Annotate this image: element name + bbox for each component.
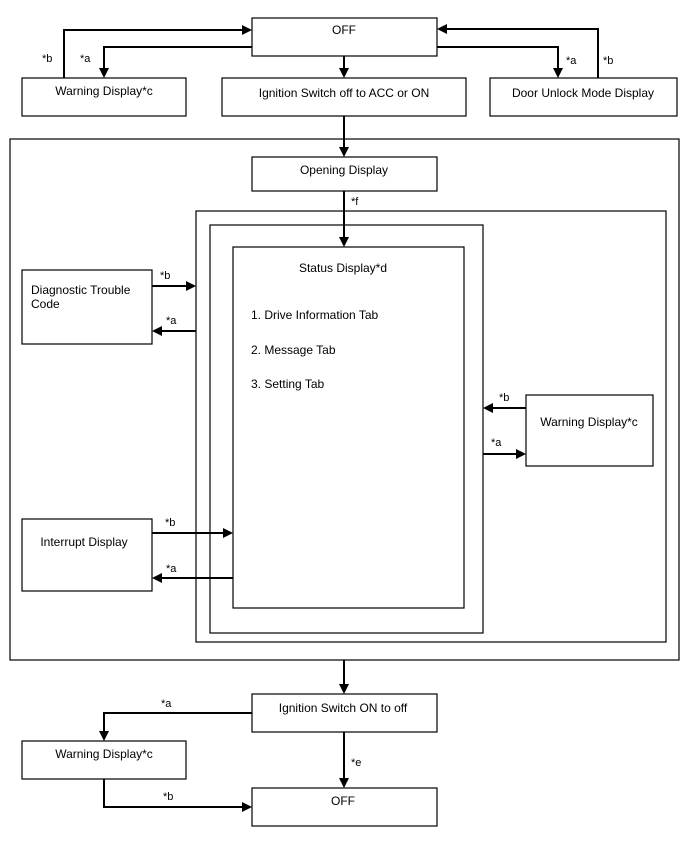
- warning-display-bottom-box: Warning Display*c: [21, 740, 187, 780]
- tab-message: 2. Message Tab: [251, 343, 336, 357]
- arrowhead: [339, 778, 349, 788]
- edge-label-b: *b: [42, 53, 52, 65]
- status-display-title: Status Display*d: [299, 261, 387, 275]
- arrowhead: [242, 802, 252, 812]
- edge-label-a: *a: [491, 437, 502, 449]
- arrowhead: [223, 528, 233, 538]
- opening-display-label: Opening Display: [300, 163, 388, 177]
- edge-label-b: *b: [160, 270, 170, 282]
- ignition-off-label: Ignition Switch ON to off: [279, 701, 408, 715]
- middle-status-frame: [209, 224, 484, 634]
- status-display-box: Status Display*d 1. Drive Information Ta…: [232, 246, 465, 609]
- warning-display-bottom-label: Warning Display*c: [55, 747, 153, 761]
- off-top-label: OFF: [332, 23, 356, 37]
- arrowhead: [152, 573, 162, 583]
- warning-display-top-box: Warning Display*c: [21, 77, 187, 117]
- edge-label-e: *e: [351, 757, 361, 769]
- ignition-acc-box: Ignition Switch off to ACC or ON: [221, 77, 467, 117]
- interrupt-display-label: Interrupt Display: [40, 535, 127, 549]
- door-unlock-box: Door Unlock Mode Display: [489, 77, 678, 117]
- arrowhead: [437, 24, 447, 34]
- door-unlock-label: Door Unlock Mode Display: [512, 86, 654, 100]
- arrowhead: [186, 281, 196, 291]
- arrowhead: [339, 237, 349, 247]
- opening-display-box: Opening Display: [251, 156, 438, 192]
- edge-label-f: *f: [351, 196, 359, 208]
- interrupt-display-box: Interrupt Display: [21, 518, 153, 592]
- edge-label-b: *b: [603, 55, 613, 67]
- arrowhead: [152, 326, 162, 336]
- edge-label-a: *a: [80, 53, 91, 65]
- edge-label-a: *a: [166, 563, 177, 575]
- tab-drive-information: 1. Drive Information Tab: [251, 308, 378, 322]
- off-bottom-box: OFF: [251, 787, 438, 827]
- arrow-door-unlock-to-off: [447, 28, 599, 78]
- dtc-label-line2: Code: [31, 297, 60, 311]
- arrowhead: [339, 147, 349, 157]
- off-bottom-label: OFF: [331, 794, 355, 808]
- arrowhead: [516, 449, 526, 459]
- edge-label-a: *a: [161, 698, 172, 710]
- arrowhead: [99, 731, 109, 741]
- warning-display-top-label: Warning Display*c: [55, 84, 153, 98]
- edge-label-b: *b: [163, 791, 173, 803]
- arrowhead: [483, 403, 493, 413]
- arrow-ignition-off-to-warning-bottom: [103, 712, 252, 731]
- arrowhead: [553, 68, 563, 78]
- dtc-label-line1: Diagnostic Trouble: [31, 283, 131, 297]
- arrow-warning-top-to-off: [63, 29, 242, 78]
- arrowhead: [339, 684, 349, 694]
- edge-label-b: *b: [165, 517, 175, 529]
- off-top-box: OFF: [251, 17, 438, 57]
- warning-display-right-label: Warning Display*c: [540, 415, 638, 429]
- arrow-off-to-door-unlock: [437, 46, 559, 68]
- warning-display-right-box: Warning Display*c: [525, 394, 654, 467]
- tab-setting: 3. Setting Tab: [251, 377, 324, 391]
- arrow-off-to-warning-top: [103, 46, 252, 68]
- ignition-acc-label: Ignition Switch off to ACC or ON: [259, 86, 430, 100]
- arrowhead: [242, 25, 252, 35]
- diagnostic-trouble-code-box: Diagnostic Trouble Code: [21, 269, 153, 345]
- arrowhead: [339, 68, 349, 78]
- arrowhead: [99, 68, 109, 78]
- edge-label-b: *b: [499, 392, 509, 404]
- edge-label-a: *a: [566, 55, 577, 67]
- edge-label-a: *a: [166, 315, 177, 327]
- outer-status-frame: [195, 210, 667, 643]
- arrow-warning-bottom-to-off: [103, 779, 242, 808]
- ignition-off-box: Ignition Switch ON to off: [251, 693, 438, 733]
